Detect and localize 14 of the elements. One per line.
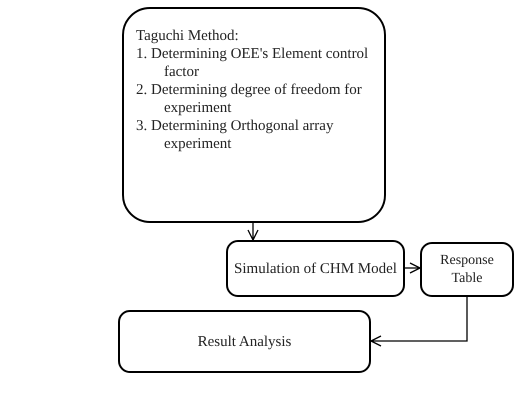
list-item: 2. Determining degree of freedom for experiment bbox=[136, 81, 363, 117]
arrow bbox=[247, 223, 259, 241]
process-box bbox=[226, 240, 405, 297]
arrow bbox=[405, 262, 421, 274]
process-list-box bbox=[122, 7, 386, 223]
list-item: 1. Determining OEE's Element control factor bbox=[136, 45, 370, 81]
box-label: Response Table bbox=[439, 252, 495, 288]
arrow bbox=[370, 297, 468, 347]
process-box bbox=[118, 310, 371, 373]
list-heading: Taguchi Method: bbox=[136, 27, 240, 45]
box-label: Simulation of CHM Model bbox=[234, 260, 397, 278]
process-box bbox=[420, 242, 514, 297]
list-item: 3. Determining Orthogonal array experiment bbox=[136, 117, 334, 153]
box-label: Result Analysis bbox=[198, 332, 292, 350]
